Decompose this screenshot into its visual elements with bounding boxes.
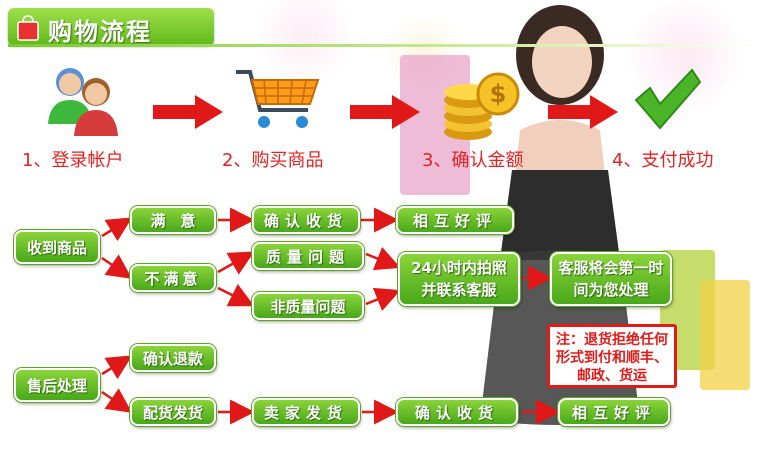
users-icon: [48, 68, 118, 136]
step-arrow: [153, 95, 223, 129]
step-3-label: 3、确认金额: [422, 150, 524, 171]
satisfied-box: 满 意: [130, 206, 216, 234]
page-title: 购物流程: [48, 18, 152, 46]
shopping-bag-decoration: [700, 280, 750, 390]
receive-goods-box: 收到商品: [14, 230, 100, 264]
header-banner: [8, 8, 214, 46]
photo-contact-box: 24小时内拍照并联系客服: [398, 252, 520, 306]
mutual-review-box: 相互好评: [396, 206, 514, 234]
cart-icon: [236, 70, 320, 128]
ship-goods-box: 配货发货: [130, 398, 216, 426]
quality-issue-box: 质量问题: [252, 242, 364, 270]
aftersale-box: 售后处理: [14, 368, 100, 402]
step-arrow: [548, 95, 618, 129]
header-divider: [8, 44, 758, 47]
step-arrow: [350, 95, 420, 129]
coins-icon: $: [444, 72, 520, 140]
svg-text:$: $: [490, 80, 507, 108]
step-2-label: 2、购买商品: [222, 150, 324, 171]
step-4-label: 4、支付成功: [612, 150, 714, 171]
confirm-receipt-box: 确认收货: [252, 206, 360, 234]
confirm-refund-box: 确认退款: [130, 344, 216, 372]
checkmark-icon: [634, 68, 702, 130]
seller-ship-box: 卖家发货: [252, 398, 360, 426]
non-quality-issue-box: 非质量问题: [252, 292, 364, 320]
service-handle-box: 客服将会第一时间为您处理: [550, 252, 672, 306]
unsatisfied-box: 不满意: [130, 264, 216, 292]
return-policy-note: 注：退货拒绝任何形式到付和顺丰、邮政、货运: [547, 324, 677, 388]
step-1-label: 1、登录帐户: [22, 150, 124, 171]
shopping-bag-icon: [17, 15, 39, 41]
confirm-receipt-box-2: 确认收货: [396, 398, 518, 426]
mutual-review-box-2: 相互好评: [558, 398, 670, 426]
